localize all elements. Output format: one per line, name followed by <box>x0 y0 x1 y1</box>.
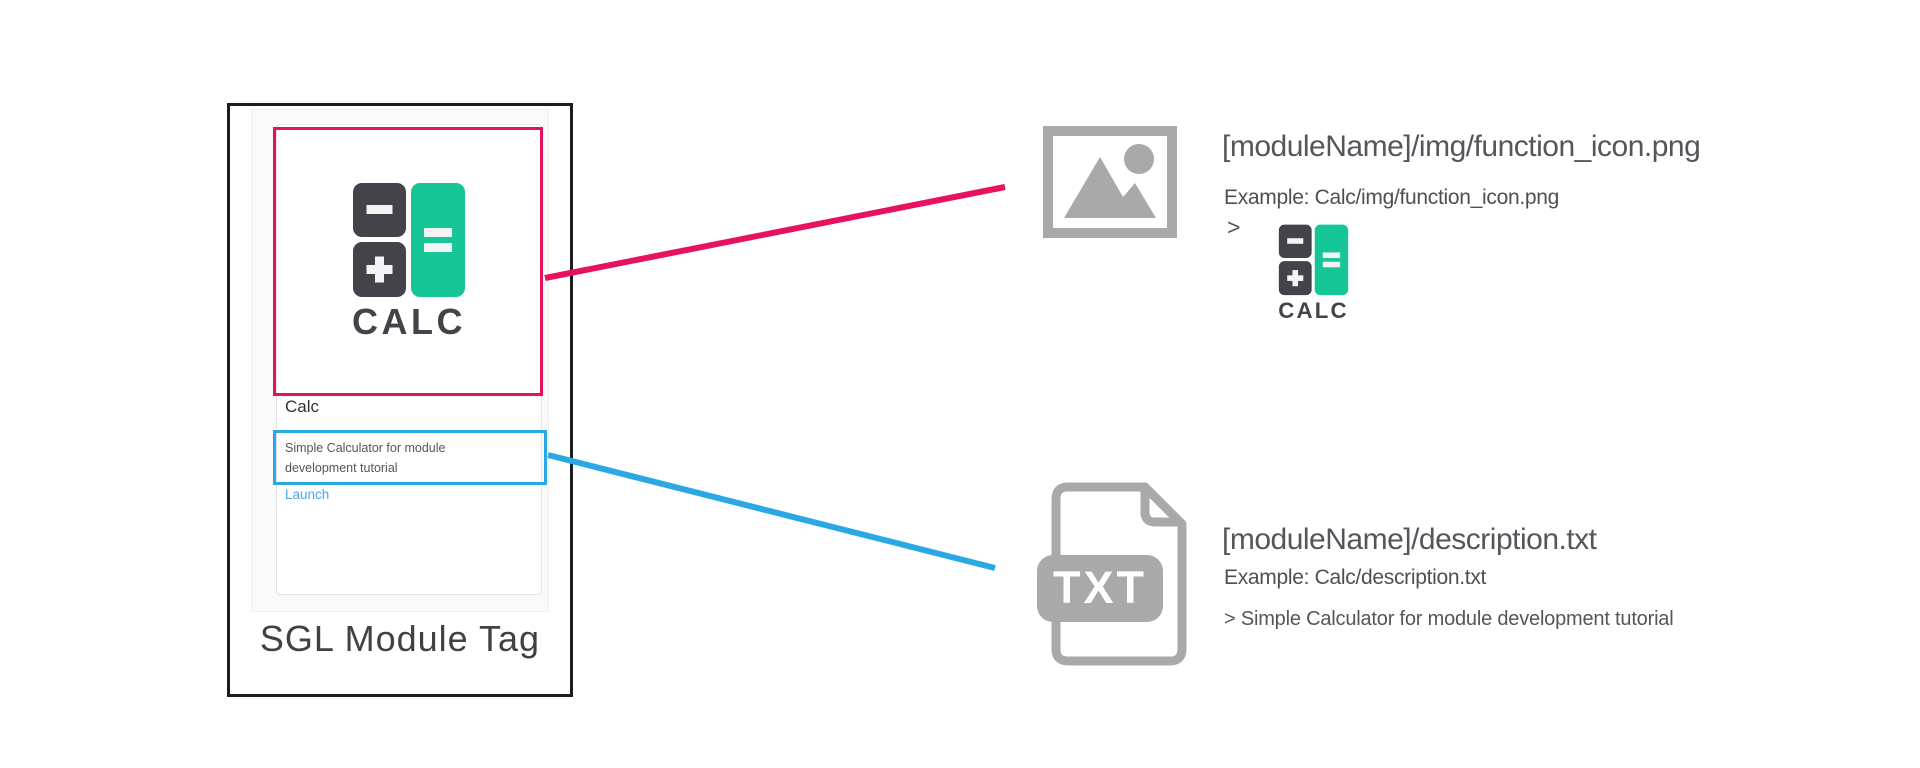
icon-file-connector-line <box>544 184 1006 281</box>
description-highlight-box <box>273 430 547 485</box>
equals-glyph-top <box>1322 252 1341 259</box>
launch-link[interactable]: Launch <box>285 487 330 502</box>
image-mountain <box>1064 157 1156 218</box>
minus-glyph <box>1287 238 1304 244</box>
calc-wordmark: CALC <box>1278 298 1349 323</box>
equals-glyph-bottom <box>1322 261 1341 268</box>
icon-file-prompt: > <box>1227 214 1241 240</box>
description-file-content-preview: > Simple Calculator for module developme… <box>1224 608 1674 630</box>
calc-wordmark: CALC <box>352 301 466 342</box>
description-file-connector-line <box>547 452 996 571</box>
equals-glyph-top <box>424 228 452 237</box>
equals-glyph-bottom <box>424 243 452 252</box>
module-description-line1: Simple Calculator for module <box>285 441 446 455</box>
module-name-label: Calc <box>285 397 320 416</box>
plus-glyph-v <box>375 256 384 283</box>
txt-badge <box>1037 555 1163 622</box>
sgl-module-tag-caption: SGL Module Tag <box>259 618 541 659</box>
document-fold <box>1140 489 1180 527</box>
calc-logo-icon: CALC <box>352 183 466 342</box>
calc-equals-key <box>411 183 465 297</box>
image-icon <box>1043 126 1177 238</box>
minus-glyph <box>366 205 393 214</box>
txt-badge-label: TXT <box>1053 562 1147 613</box>
image-sun <box>1124 144 1154 174</box>
txt-file-icon: TXT <box>1037 482 1187 666</box>
icon-highlight-box <box>273 127 543 396</box>
calc-equals-key <box>1314 224 1349 296</box>
module-card <box>276 124 542 595</box>
calc-logo-icon-mini: CALC <box>1278 224 1349 323</box>
icon-file-example: Example: Calc/img/function_icon.png <box>1224 186 1560 209</box>
icon-file-path-heading: [moduleName]/img/function_icon.png <box>1222 130 1701 163</box>
description-file-example: Example: Calc/description.txt <box>1224 566 1487 589</box>
plus-glyph-v <box>1292 270 1299 287</box>
description-file-path-heading: [moduleName]/description.txt <box>1222 523 1597 556</box>
module-description-line2: development tutorial <box>285 461 398 475</box>
